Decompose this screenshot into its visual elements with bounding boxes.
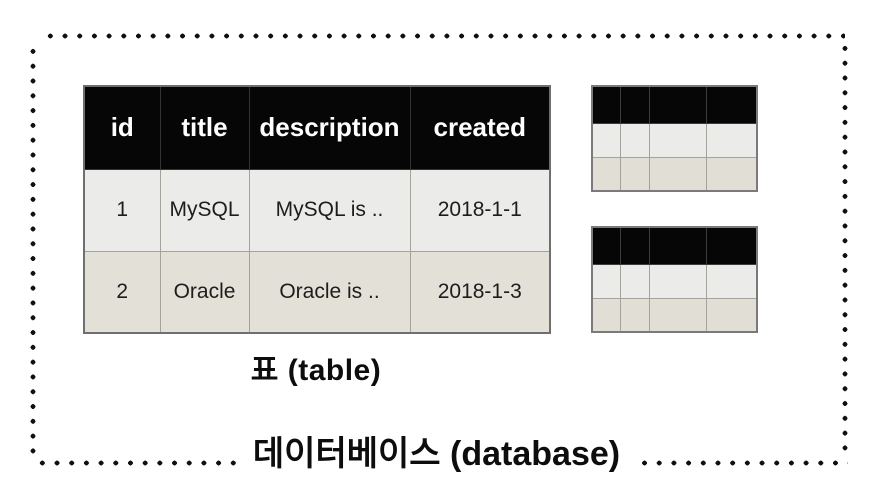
mini-table-row <box>591 122 758 158</box>
mini-table-header-row <box>591 85 758 124</box>
cell-created: 2018-1-3 <box>409 250 551 334</box>
mini-table-2 <box>591 226 758 333</box>
column-header-title: title <box>159 85 250 170</box>
column-header-created: created <box>409 85 551 170</box>
boundary-dots-left <box>30 44 36 457</box>
cell-id: 1 <box>83 168 161 252</box>
column-header-description: description <box>248 85 411 170</box>
table-row: 1 MySQL MySQL is .. 2018-1-1 <box>83 168 551 252</box>
database-caption: 데이터베이스 (database) <box>238 435 635 475</box>
mini-table-row <box>591 297 758 333</box>
cell-title: MySQL <box>159 168 250 252</box>
cell-created: 2018-1-1 <box>409 168 551 252</box>
mini-table-header-row <box>591 226 758 265</box>
cell-description: Oracle is .. <box>248 250 411 334</box>
table-caption: 표 (table) <box>250 354 382 387</box>
main-table: id title description created 1 MySQL MyS… <box>83 85 551 334</box>
boundary-dots-top <box>43 33 845 39</box>
mini-table-row <box>591 156 758 192</box>
table-row: 2 Oracle Oracle is .. 2018-1-3 <box>83 250 551 334</box>
boundary-dots-right <box>842 41 848 454</box>
header-row: id title description created <box>83 85 551 170</box>
mini-table-1 <box>591 85 758 192</box>
column-header-id: id <box>83 85 161 170</box>
cell-id: 2 <box>83 250 161 334</box>
cell-title: Oracle <box>159 250 250 334</box>
cell-description: MySQL is .. <box>248 168 411 252</box>
mini-table-row <box>591 263 758 299</box>
